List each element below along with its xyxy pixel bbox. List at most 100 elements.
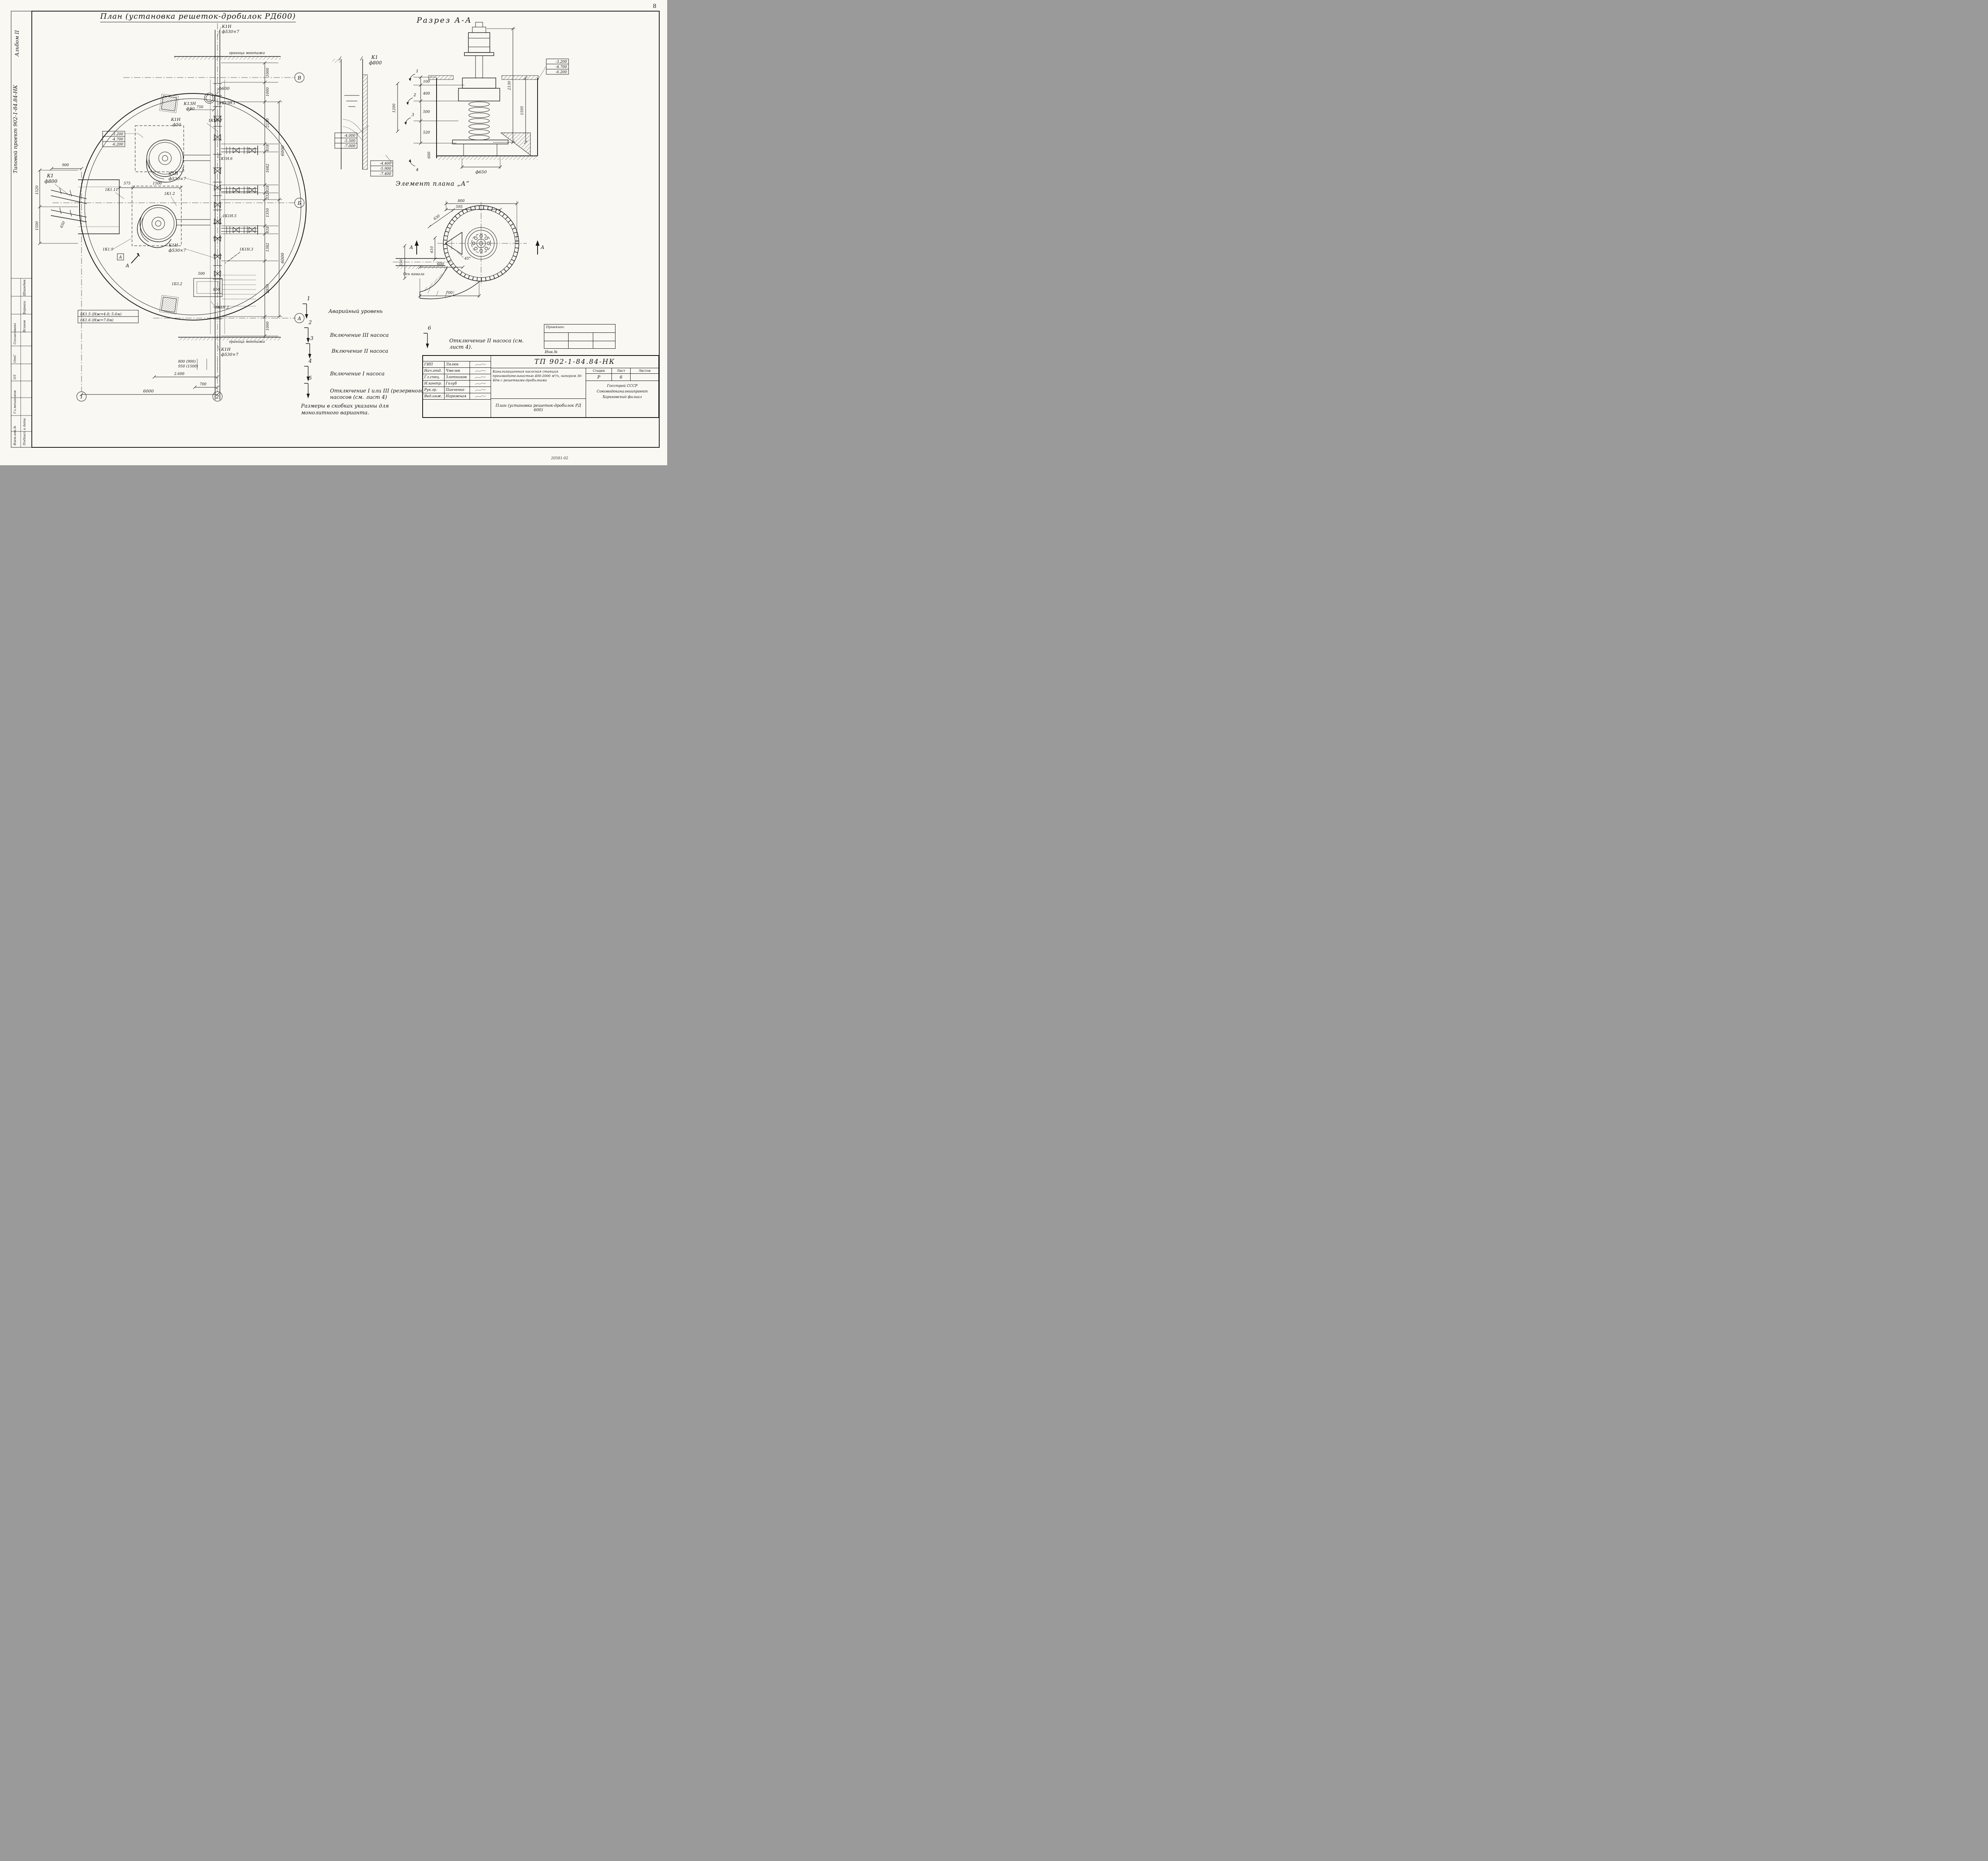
title-block-right: Стадия Лист Листов Р 6 Госстрой СССР Сою… <box>586 368 658 417</box>
dim-label: 575 <box>124 182 130 186</box>
plan-labels: К1Н ф530×7 граница монтажа граница монта… <box>35 24 301 400</box>
pipe-tag: К13Н <box>183 101 196 106</box>
project-description: Канализационная насосная станция произво… <box>491 368 586 399</box>
dim-label: 595 <box>456 205 462 209</box>
dim-label: 800 (900) <box>178 359 196 364</box>
staff-name: Лялюк <box>445 361 470 367</box>
dim-label: 500 <box>198 272 205 276</box>
elevation-value: -6.200 <box>112 143 123 147</box>
equipment-tag: 1К1.11 <box>105 188 118 192</box>
detail-marker: А <box>118 255 122 260</box>
dim-label: 650 <box>400 259 404 266</box>
equipment-tag: 1К1Н.7 <box>208 119 222 123</box>
title-block-description: Канализационная насосная станция произво… <box>491 368 586 417</box>
grid-marker: 2 <box>215 394 219 400</box>
staff-role: ГИП <box>423 361 445 367</box>
sump-hatch <box>159 93 179 113</box>
note-line: 1К1.5 (Нж=4.0; 5.6м) <box>80 312 122 317</box>
equipment-tag: 1К13Н.1 <box>219 101 236 105</box>
element-labels: 800 595 630 410 650 600 700 45° Ось кана… <box>400 199 544 295</box>
dim-label: 1595 <box>520 106 524 115</box>
axis-label: Ось канала <box>403 272 424 276</box>
dim-label: 850 <box>213 288 220 292</box>
attachment-table: Привязан: <box>544 324 615 349</box>
dim-label: 1520 <box>35 185 39 194</box>
pipe-tag: К1Н <box>171 117 181 122</box>
elevation-value: -4.000 <box>344 134 355 138</box>
staff-role: Вед.инж. <box>423 393 445 399</box>
section-cut-letter: А <box>125 263 129 268</box>
legend-item-text: Отключение II насоса (см. лист 4). <box>449 338 524 351</box>
staff-role: Гл.спец. <box>423 374 445 380</box>
staff-name: Злотников <box>445 374 470 380</box>
pipe-tag: ф530×7 <box>169 248 186 253</box>
elevation-value: -5.900 <box>380 167 391 171</box>
level-arrow-icon <box>304 383 310 398</box>
footer-stamp-code: 20581-02 <box>551 457 569 460</box>
elevation-value: -3.200 <box>112 132 123 136</box>
equipment-tag: 1К1Н.6 <box>219 157 233 161</box>
dim-label: 1382 <box>266 243 270 252</box>
attachment-label: Привязан: <box>546 325 565 329</box>
staff-row: Н.контр. Голуб <box>423 381 491 387</box>
staff-name: Панченко <box>445 387 470 393</box>
level-arrow-icon <box>303 303 308 319</box>
pipe-tag: ф530×7 <box>221 352 239 357</box>
legend-item-number: 2 <box>309 320 312 326</box>
section-title: Разрез А-А <box>417 16 472 25</box>
legend-item-number: 4 <box>309 358 312 364</box>
staff-name: Чмелев <box>445 368 470 374</box>
elevation-value: -7.400 <box>380 172 391 176</box>
sheets-value <box>631 374 658 381</box>
staff-name: Голуб <box>445 381 470 387</box>
boundary-label: граница монтажа <box>229 51 265 55</box>
dim-label: 630 <box>433 214 441 221</box>
organization: Госстрой СССР Союзводоканалниипроект Хар… <box>586 381 658 417</box>
dim-label: 410 <box>430 246 434 253</box>
equipment-tag: 1К1Н.3 <box>239 248 253 252</box>
legend-item-number: 3 <box>310 336 314 342</box>
dim-label: 2.600 <box>174 372 184 376</box>
dim-label: 418 <box>266 226 270 233</box>
legend-item-number: 1 <box>307 296 311 302</box>
elevation-value: -5.500 <box>344 139 355 143</box>
drawing-name: План (установка решеток-дробилок РД 600) <box>495 404 581 412</box>
dim-label: 1000 <box>266 68 270 77</box>
title-block-header-row <box>423 356 491 361</box>
level-arrow-icon <box>304 327 310 343</box>
dim-label: 418 <box>266 144 270 152</box>
title-block-filler <box>423 400 491 417</box>
pipe-tag: ф50 <box>173 122 181 127</box>
staff-name: Нарожная <box>445 393 470 399</box>
staff-row: Гл.спец. Злотников <box>423 374 491 381</box>
sump-hatch <box>159 295 179 315</box>
grid-marker: А <box>297 316 301 321</box>
elevation-value: -3.200 <box>555 60 567 64</box>
dim-label: 1682 <box>266 163 270 173</box>
equipment-tag: 1К1.2 <box>164 192 175 196</box>
dim-label: 1500 <box>153 182 162 186</box>
elevation-value: -4.700 <box>555 65 567 69</box>
legend-note: Размеры в скобках указаны для монолитног… <box>301 403 389 416</box>
legend-item-text: Включение II насоса <box>332 348 388 354</box>
drawing-sheet: 8 План (установка решеток-дробилок РД600… <box>0 0 667 465</box>
sheet-frame <box>11 11 660 448</box>
dim-label: 520 <box>423 131 430 135</box>
dim-label: 1000 <box>266 87 270 96</box>
equipment-tag: 1К1Н.5 <box>223 214 237 218</box>
org-line: Харьковский филиал <box>602 395 642 399</box>
dim-label: 1350 <box>266 208 270 217</box>
signature-mark <box>470 363 491 367</box>
plan-view <box>38 23 307 402</box>
pipe-tag: ф600 <box>218 86 230 91</box>
org-line: Госстрой СССР <box>607 384 638 388</box>
legend-item-text: Аварийный уровень <box>328 309 383 315</box>
sheets-header: Листов <box>638 369 651 373</box>
dim-label: 600 <box>437 262 444 266</box>
pipe-tag: ф50 <box>186 107 195 111</box>
legend-item-text: Отключение I или III (резервного) насосо… <box>330 388 426 401</box>
dim-label: 2850 <box>266 284 270 293</box>
plan-title: План (установка решеток-дробилок РД600) <box>100 12 296 22</box>
dim-label: 750 <box>196 105 203 109</box>
equipment-tag: 1К1.9 <box>103 248 113 252</box>
